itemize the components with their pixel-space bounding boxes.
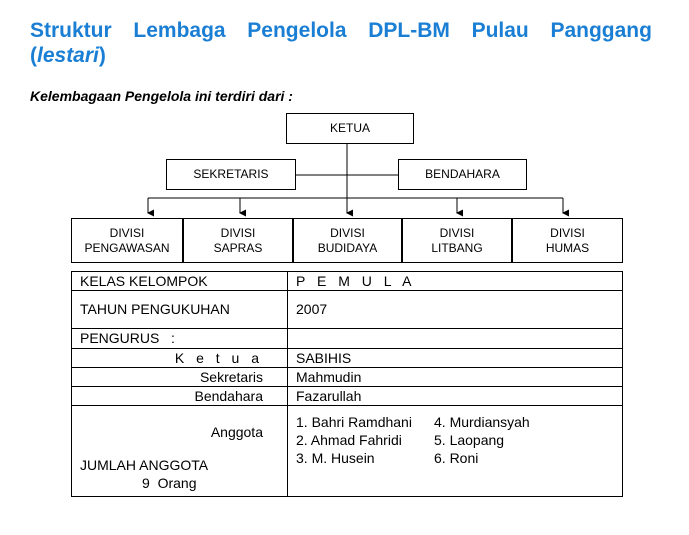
kelas-label: KELAS KELOMPOK xyxy=(71,271,288,291)
org-box-line: BUDIDAYA xyxy=(317,240,378,255)
list-item: 5. Laopang xyxy=(434,432,505,448)
org-box-line: PENGAWASAN xyxy=(84,240,170,255)
bendahara-label: Bendahara xyxy=(71,386,288,406)
list-item: 1. Bahri Ramdhani xyxy=(296,414,412,430)
list-item: 2. Ahmad Fahridi xyxy=(296,432,402,448)
list-item: 3. M. Husein xyxy=(296,450,375,466)
jumlah-label: JUMLAH ANGGOTA xyxy=(80,457,209,473)
org-box-label: BENDAHARA xyxy=(425,167,500,181)
org-box-line: SAPRAS xyxy=(213,240,263,255)
pengurus-value xyxy=(287,328,623,349)
kelas-value: P E M U L A xyxy=(287,271,623,291)
members-cell: 1. Bahri Ramdhani 4. Murdiansyah 2. Ahma… xyxy=(287,405,623,497)
org-box-line: DIVISI xyxy=(109,225,145,240)
section-subtitle: Kelembagaan Pengelola ini terdiri dari : xyxy=(30,88,293,104)
org-box-sekretaris: SEKRETARIS xyxy=(166,159,296,190)
org-box-line: LITBANG xyxy=(431,240,483,255)
org-chart-connectors xyxy=(147,144,569,217)
table-row: TAHUN PENGUKUHAN 2007 xyxy=(71,290,623,329)
title-word: Pengelola xyxy=(247,19,347,42)
table-row: Sekretaris Mahmudin xyxy=(71,367,623,387)
org-box-line: HUMAS xyxy=(545,240,590,255)
org-box-ketua: KETUA xyxy=(286,113,414,144)
members-list: 1. Bahri Ramdhani 4. Murdiansyah 2. Ahma… xyxy=(296,414,614,467)
org-box-label: KETUA xyxy=(329,121,370,135)
org-box-line: DIVISI xyxy=(550,225,585,240)
ketua-label: K e t u a xyxy=(71,348,288,368)
jumlah-anggota: JUMLAH ANGGOTA 9 Orang xyxy=(80,456,208,492)
org-box-line: DIVISI xyxy=(439,225,475,240)
title-word: Struktur xyxy=(30,19,112,42)
table-row: KELAS KELOMPOK P E M U L A xyxy=(71,271,623,291)
list-item: 4. Murdiansyah xyxy=(434,414,530,430)
group-info-table: KELAS KELOMPOK P E M U L A TAHUN PENGUKU… xyxy=(71,271,623,497)
ketua-value: SABIHIS xyxy=(287,348,623,368)
anggota-cell: Anggota JUMLAH ANGGOTA 9 Orang xyxy=(71,405,288,497)
title-word: Lembaga xyxy=(133,19,226,42)
page-title: Struktur Lembaga Pengelola DPL-BM Pulau … xyxy=(30,18,652,68)
list-item: 6. Roni xyxy=(434,450,479,466)
table-row: PENGURUS : xyxy=(71,328,623,349)
pengurus-label: PENGURUS : xyxy=(71,328,288,349)
title-word: Panggang xyxy=(550,19,652,42)
title-italic-word: lestari xyxy=(37,44,99,67)
title-word: Pulau xyxy=(471,19,529,42)
table-row: Bendahara Fazarullah xyxy=(71,386,623,406)
ketua-label-text: K e t u a xyxy=(174,349,263,366)
table-row: Anggota JUMLAH ANGGOTA 9 Orang 1. Bahri … xyxy=(71,405,623,497)
title-paren-open: ( xyxy=(30,44,37,67)
anggota-label: Anggota xyxy=(210,424,263,440)
org-box-line: DIVISI xyxy=(330,225,365,240)
table-row: K e t u a SABIHIS xyxy=(71,348,623,368)
jumlah-value: 9 Orang xyxy=(142,475,197,491)
bendahara-value: Fazarullah xyxy=(287,386,623,406)
org-box-bendahara: BENDAHARA xyxy=(398,159,527,190)
title-paren-close: ) xyxy=(98,44,106,67)
org-box-line: DIVISI xyxy=(220,225,256,240)
tahun-value: 2007 xyxy=(287,290,623,329)
sekretaris-label: Sekretaris xyxy=(71,367,288,387)
tahun-label: TAHUN PENGUKUHAN xyxy=(71,290,288,329)
title-word: DPL-BM xyxy=(368,19,450,42)
org-box-label: SEKRETARIS xyxy=(193,167,269,181)
sekretaris-value: Mahmudin xyxy=(287,367,623,387)
